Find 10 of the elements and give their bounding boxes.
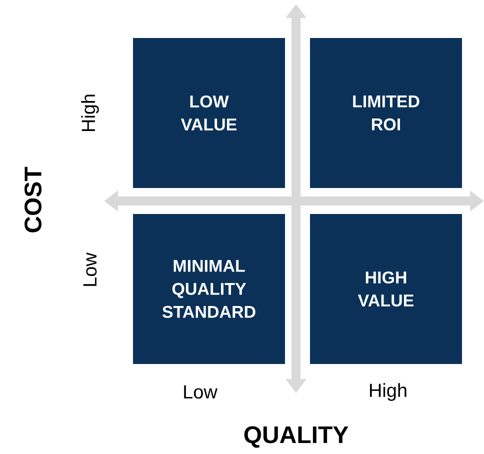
quadrant-box: LOW VALUE (133, 38, 285, 188)
axis-label: Low (83, 252, 97, 286)
quadrant-box: MINIMAL QUALITY STANDARD (133, 214, 285, 364)
quadrant-box: HIGH VALUE (310, 214, 462, 364)
axis-title: QUALITY (244, 426, 348, 448)
axis-label: High (81, 94, 99, 131)
axis-label: High (370, 383, 406, 401)
axis-label: Low (184, 385, 218, 399)
quadrant-box: LIMITED ROI (310, 38, 462, 188)
axis-title: COST (24, 166, 42, 232)
